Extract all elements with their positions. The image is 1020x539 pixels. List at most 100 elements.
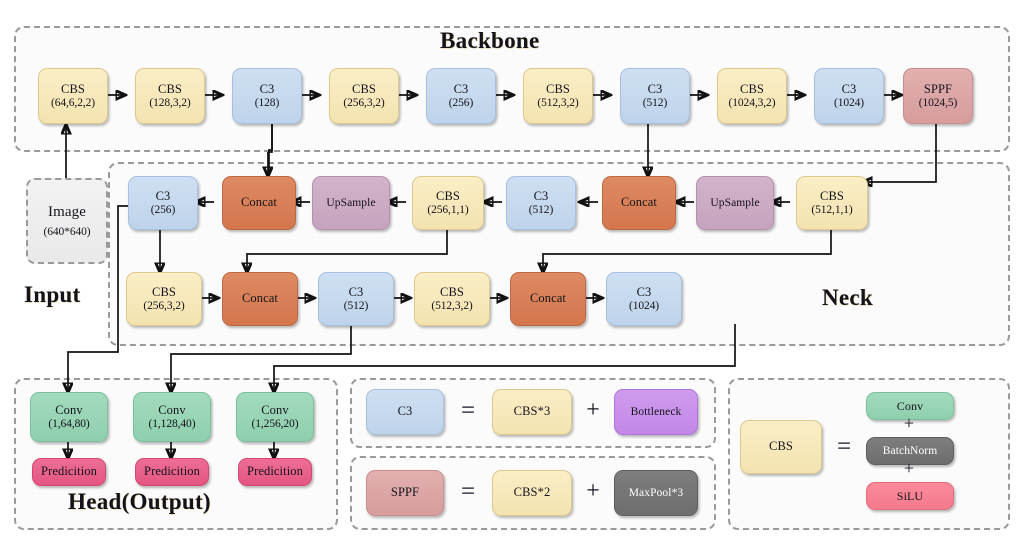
node-params: (1024) [628,299,660,312]
legend-cbs-equals: = [836,433,852,460]
node-params: (256,3,2) [143,299,185,312]
node-label: C3 [348,285,364,300]
node-params: (256,3,2) [343,96,385,109]
neck-r2-node-3[interactable]: CBS (512,3,2) [414,272,490,326]
node-params: (256) [448,96,474,109]
node-label: C3 [397,404,413,419]
node-label: CBS [436,189,460,204]
node-label: C3 [636,285,652,300]
neck-r1-node-0[interactable]: C3 (256) [128,176,198,230]
neck-r2-node-4[interactable]: Concat [510,272,586,326]
legend-cbs-plus-1: + [903,413,915,433]
legend-sppf-term-b[interactable]: MaxPool*3 [614,470,698,516]
backbone-node-9[interactable]: SPPF (1024,5) [903,68,973,124]
node-params: (512) [343,299,369,312]
node-label: Conv [158,403,186,418]
neck-r2-node-2[interactable]: C3 (512) [318,272,394,326]
node-label: C3 [453,82,469,97]
backbone-node-4[interactable]: C3 (256) [426,68,496,124]
neck-r1-node-1[interactable]: Concat [222,176,296,230]
node-label: CBS*2 [513,485,551,500]
node-params: (640*640) [43,225,91,238]
backbone-node-5[interactable]: CBS (512,3,2) [523,68,593,124]
node-params: (512,3,2) [431,299,473,312]
neck-r1-node-7[interactable]: CBS (512,1,1) [796,176,868,230]
backbone-node-3[interactable]: CBS (256,3,2) [329,68,399,124]
node-label: CBS [61,82,85,97]
legend-cbs-lhs[interactable]: CBS [740,420,822,474]
node-label: Conv [896,398,924,413]
neck-r1-node-2[interactable]: UpSample [312,176,390,230]
legend-cbs-term-batchnorm[interactable]: BatchNorm [866,437,954,465]
node-label: SPPF [923,82,953,97]
node-label: Predicition [41,464,97,479]
node-label: C3 [533,189,549,204]
head-prediction-0[interactable]: Predicition [32,458,106,486]
legend-cbs-plus-2: + [903,458,915,478]
backbone-node-1[interactable]: CBS (128,3,2) [135,68,205,124]
node-label: CBS [352,82,376,97]
node-params: (1,128,40) [148,417,196,430]
backbone-node-0[interactable]: CBS (64,6,2,2) [38,68,108,124]
neck-r2-node-0[interactable]: CBS (256,3,2) [126,272,202,326]
legend-sppf-plus: + [586,478,600,504]
node-label: SiLU [896,488,924,503]
node-label: Conv [55,403,83,418]
backbone-node-7[interactable]: CBS (1024,3,2) [717,68,787,124]
node-label: Concat [241,291,278,306]
backbone-node-6[interactable]: C3 (512) [620,68,690,124]
node-label: Image [48,203,86,220]
node-label: Concat [240,195,277,210]
node-label: UpSample [710,196,760,209]
legend-c3-term-a[interactable]: CBS*3 [492,389,572,435]
node-label: UpSample [326,196,376,209]
head-conv-0[interactable]: Conv (1,64,80) [30,392,108,442]
legend-c3-equals: = [460,397,476,424]
node-params: (128) [254,96,280,109]
neck-r1-node-6[interactable]: UpSample [696,176,774,230]
neck-r1-node-5[interactable]: Concat [602,176,676,230]
node-label: C3 [155,189,171,204]
backbone-node-8[interactable]: C3 (1024) [814,68,884,124]
node-label: CBS [740,82,764,97]
legend-c3-term-b[interactable]: Bottleneck [614,389,698,435]
input-title: Input [24,282,81,307]
backbone-node-2[interactable]: C3 (128) [232,68,302,124]
node-params: (256) [150,203,176,216]
node-label: CBS [440,285,464,300]
node-params: (512) [528,203,554,216]
node-label: CBS [152,285,176,300]
head-conv-2[interactable]: Conv (1,256,20) [236,392,314,442]
input-image-node[interactable]: Image (640*640) [26,178,108,264]
node-label: SPPF [390,485,420,500]
backbone-title: Backbone [440,28,540,53]
legend-c3-lhs[interactable]: C3 [366,389,444,435]
node-label: CBS [158,82,182,97]
head-title: Head(Output) [68,489,211,514]
neck-r2-node-1[interactable]: Concat [222,272,298,326]
node-label: BatchNorm [882,444,938,457]
head-prediction-1[interactable]: Predicition [135,458,209,486]
node-label: C3 [841,82,857,97]
neck-r2-node-5[interactable]: C3 (1024) [606,272,682,326]
head-conv-1[interactable]: Conv (1,128,40) [133,392,211,442]
neck-r1-node-4[interactable]: C3 (512) [506,176,576,230]
node-label: CBS*3 [513,404,551,419]
node-params: (128,3,2) [149,96,191,109]
node-label: Bottleneck [630,405,682,418]
node-params: (1,256,20) [251,417,299,430]
neck-r1-node-3[interactable]: CBS (256,1,1) [412,176,484,230]
node-params: (256,1,1) [427,203,469,216]
node-params: (1024,5) [918,96,958,109]
head-prediction-2[interactable]: Predicition [238,458,312,486]
node-params: (512) [642,96,668,109]
node-label: C3 [647,82,663,97]
legend-cbs-term-silu[interactable]: SiLU [866,482,954,510]
legend-cbs-term-conv[interactable]: Conv [866,392,954,420]
node-label: Conv [261,403,289,418]
legend-c3-plus: + [586,397,600,423]
node-label: C3 [259,82,275,97]
node-label: Concat [529,291,566,306]
legend-sppf-term-a[interactable]: CBS*2 [492,470,572,516]
legend-sppf-lhs[interactable]: SPPF [366,470,444,516]
